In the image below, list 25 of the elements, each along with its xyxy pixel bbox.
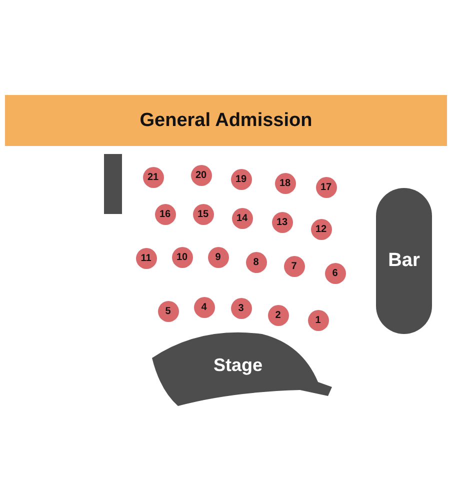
seat-table: 6 (324, 262, 346, 284)
seat-table: 18 (274, 172, 296, 194)
seat-table: 17 (316, 176, 336, 198)
bar-area: Bar (376, 188, 432, 334)
seat-table: 3 (230, 298, 252, 318)
seat-table: 8 (246, 252, 266, 272)
seat-table: 19 (230, 168, 252, 190)
seat-table: 11 (136, 248, 156, 268)
seat-table: 14 (232, 208, 252, 228)
seat-table: 12 (310, 218, 332, 240)
seat-table: 2 (268, 304, 288, 326)
seat-table: 7 (284, 256, 304, 276)
seat-table: 16 (154, 204, 176, 224)
seat-table: 15 (192, 204, 214, 224)
seat-table: 21 (142, 166, 164, 188)
seat-table: 1 (308, 310, 328, 330)
stage-label: Stage (213, 354, 263, 376)
general-admission-area: General Admission (5, 95, 447, 146)
seat-table: 20 (190, 164, 212, 186)
dark-bar-block (104, 154, 122, 214)
seat-table: 4 (194, 296, 214, 318)
seat-table: 5 (158, 300, 178, 322)
seat-table: 13 (272, 212, 292, 232)
seat-table: 9 (208, 246, 228, 268)
seat-table: 10 (172, 246, 192, 268)
